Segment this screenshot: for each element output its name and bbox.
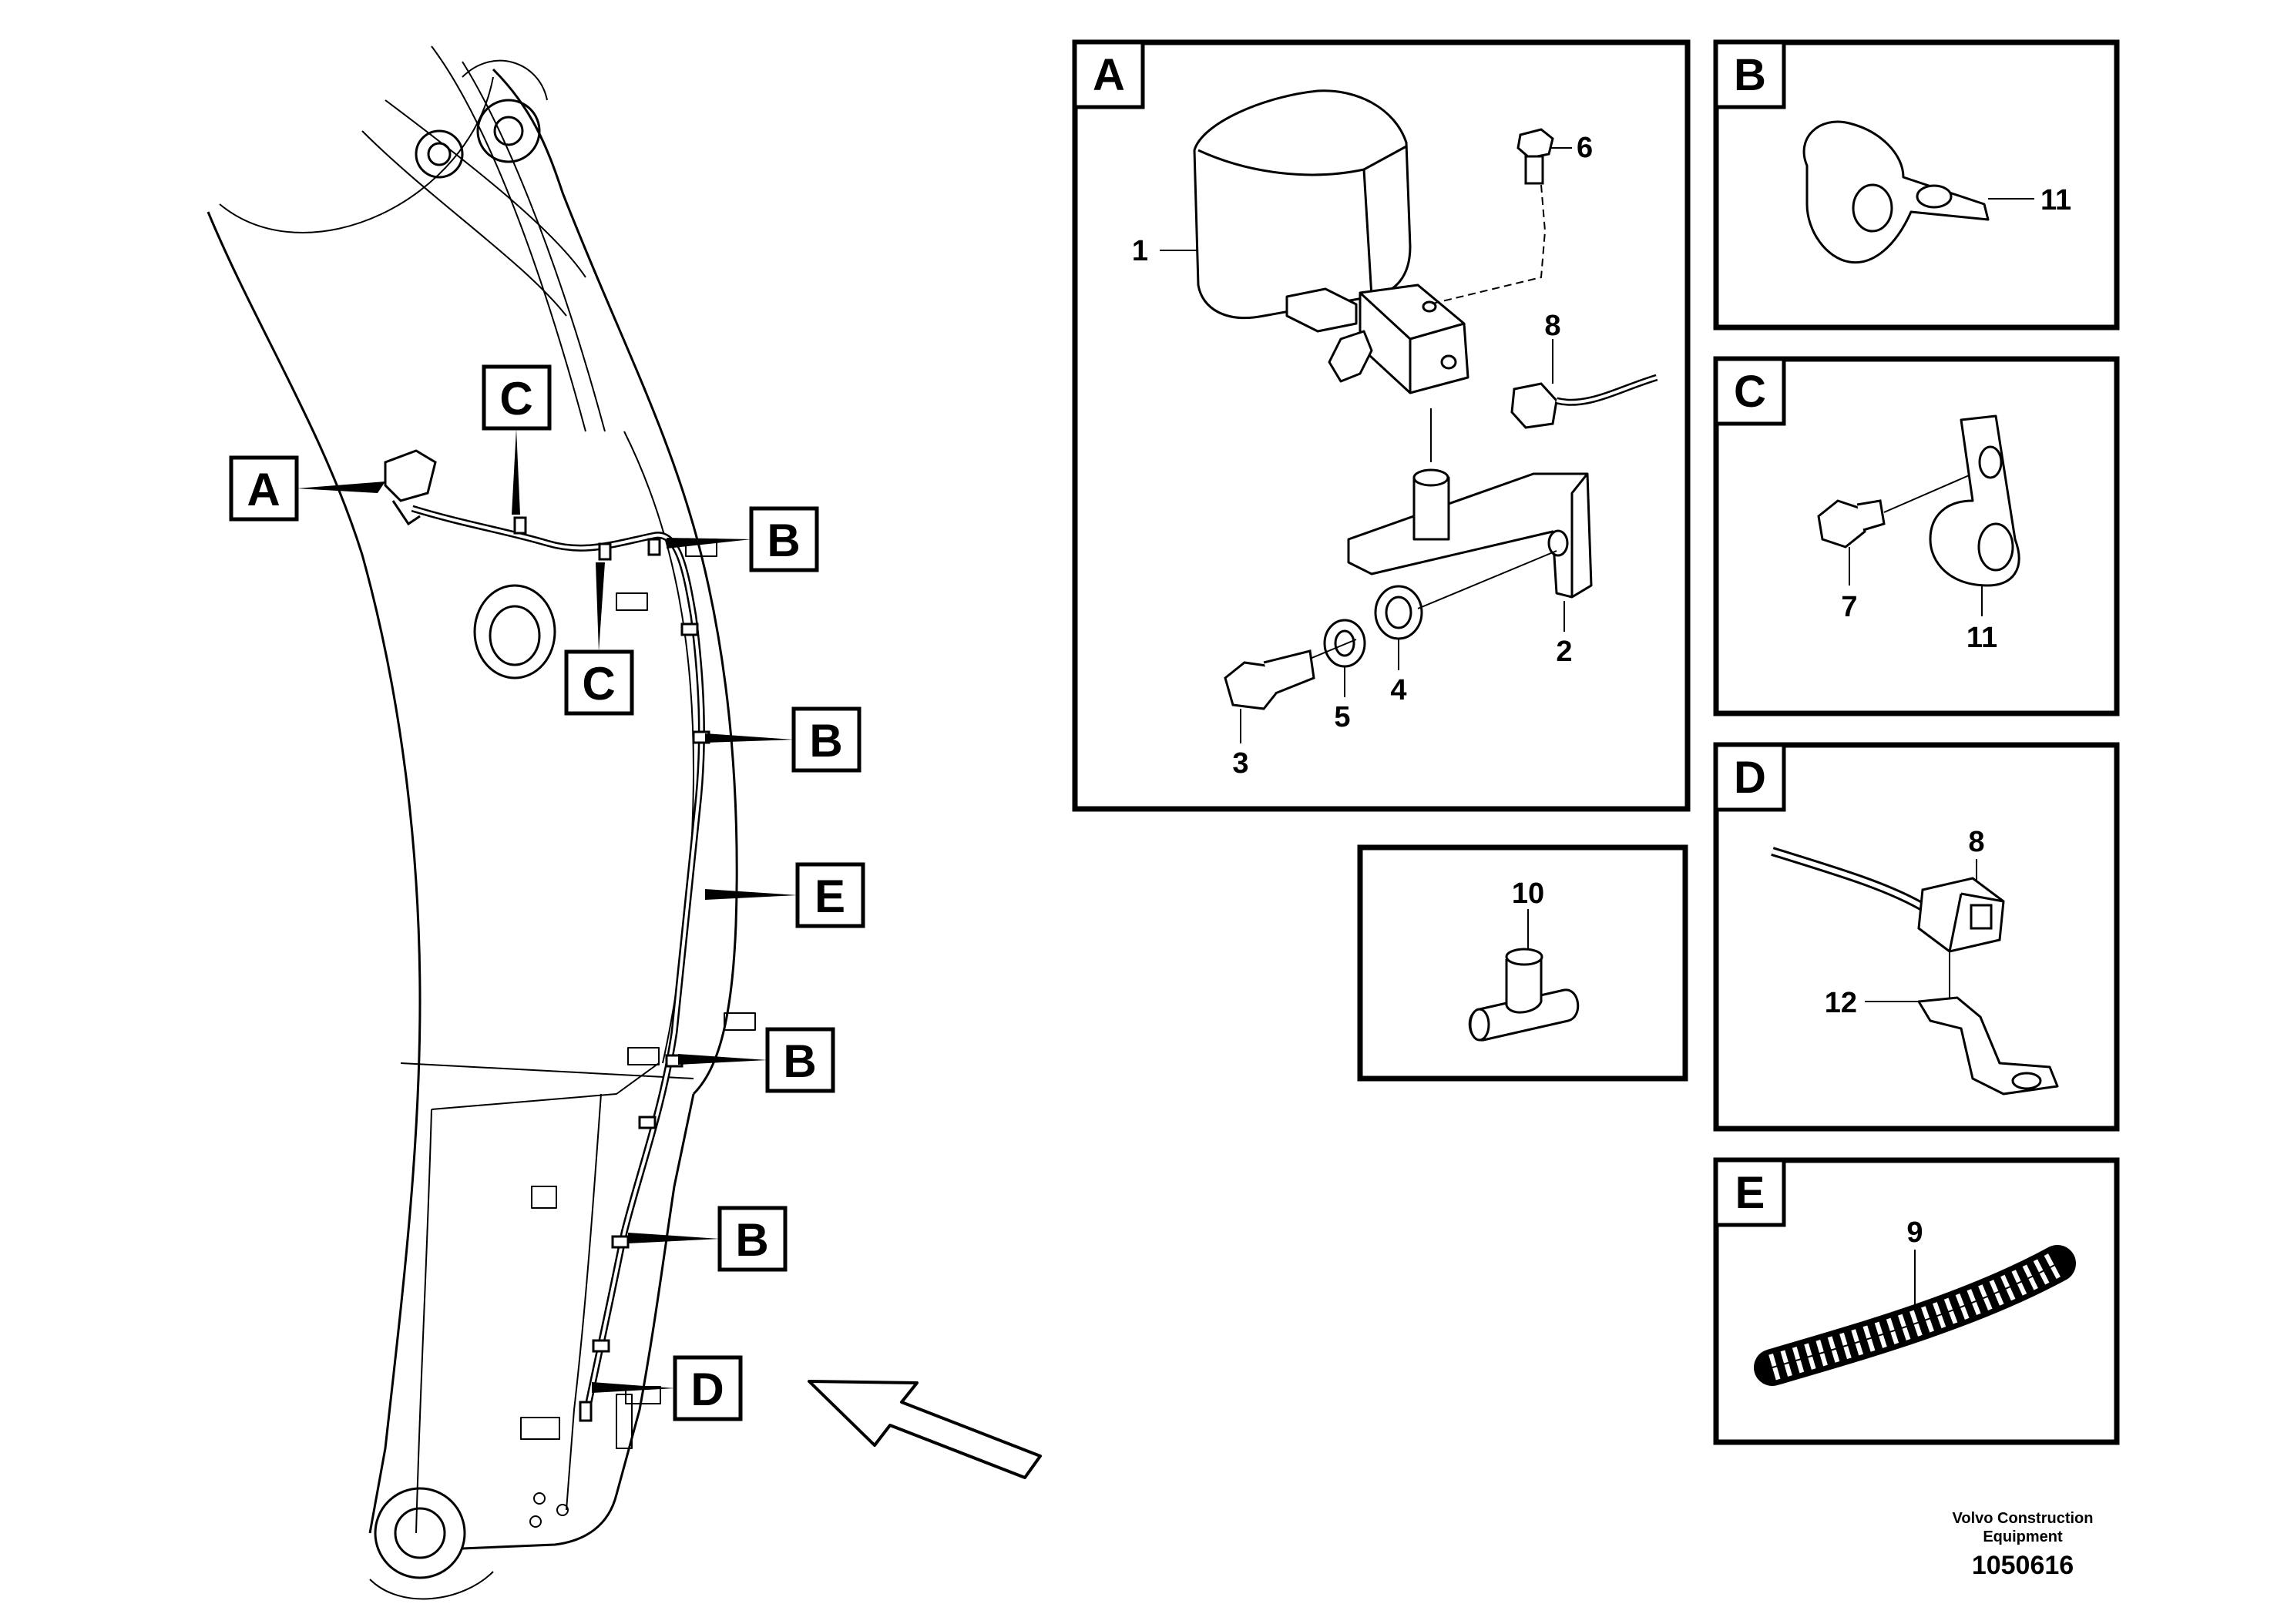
svg-text:6: 6 — [1577, 132, 1593, 164]
svg-text:D: D — [690, 1364, 724, 1415]
svg-text:3: 3 — [1232, 747, 1248, 780]
svg-text:11: 11 — [1967, 622, 1997, 654]
p-clip-11-c-icon — [1929, 414, 2020, 587]
callout-b-1: B — [667, 506, 819, 572]
bolt-6-icon — [1429, 128, 1554, 305]
tee-fitting-10-icon — [1468, 948, 1580, 1042]
view-direction-arrow — [808, 1380, 1042, 1479]
svg-text:B: B — [1734, 50, 1766, 100]
callout-b-2: B — [705, 706, 862, 773]
bracket-12-icon — [1917, 951, 2059, 1096]
svg-text:5: 5 — [1334, 701, 1350, 733]
svg-text:B: B — [783, 1035, 816, 1087]
footer: Volvo Construction Equipment 1050616 — [1953, 1510, 2094, 1580]
svg-text:7: 7 — [1841, 591, 1857, 623]
panel-d: D 8 12 — [1713, 742, 2120, 1132]
connector-8-d-icon — [1771, 847, 2005, 953]
svg-text:B: B — [735, 1214, 768, 1266]
excavator-arm-drawing — [207, 45, 756, 1600]
wire-harness — [384, 449, 710, 1422]
svg-text:B: B — [809, 715, 842, 767]
svg-text:2: 2 — [1556, 636, 1572, 668]
bracket-2-icon — [1347, 408, 1593, 599]
callout-a: A — [229, 455, 385, 522]
callout-c-upper: C — [482, 364, 552, 515]
svg-text:E: E — [1735, 1168, 1765, 1218]
callout-b-4: B — [628, 1206, 788, 1272]
panel-tee: 10 — [1357, 844, 1688, 1082]
svg-text:4: 4 — [1390, 674, 1406, 706]
panel-e: E 9 — [1713, 1157, 2120, 1445]
svg-text:B: B — [767, 515, 800, 566]
svg-text:C: C — [1734, 367, 1766, 417]
panel-c: C 7 11 — [1713, 356, 2120, 716]
callout-b-3: B — [678, 1027, 835, 1093]
svg-text:8: 8 — [1544, 310, 1560, 342]
svg-text:C: C — [499, 373, 532, 424]
svg-text:10: 10 — [1512, 877, 1544, 910]
callout-d: D — [592, 1355, 743, 1421]
connector-8-icon — [1510, 339, 1658, 429]
bolt-3-icon — [1224, 639, 1357, 710]
washer-4-icon — [1374, 550, 1557, 640]
corrugated-hose-9-icon — [1754, 1245, 2076, 1386]
bolt-7-icon — [1817, 473, 1973, 549]
svg-text:D: D — [1734, 753, 1766, 803]
svg-text:Equipment: Equipment — [1983, 1528, 2063, 1545]
panel-a-leaders — [1160, 147, 1572, 743]
callout-c-lower: C — [564, 562, 634, 716]
svg-text:12: 12 — [1825, 987, 1857, 1019]
svg-text:1: 1 — [1132, 235, 1148, 267]
p-clip-11-icon — [1802, 120, 1990, 264]
svg-text:9: 9 — [1906, 1216, 1923, 1249]
panel-b: B 11 — [1713, 39, 2120, 331]
work-lamp-icon — [1193, 89, 1469, 394]
svg-text:C: C — [582, 658, 615, 710]
svg-text:Volvo Construction: Volvo Construction — [1953, 1510, 2094, 1527]
svg-text:A: A — [1093, 50, 1125, 100]
svg-text:1050616: 1050616 — [1972, 1551, 2074, 1580]
callout-e: E — [705, 862, 865, 928]
svg-text:E: E — [814, 871, 845, 922]
svg-text:8: 8 — [1968, 826, 1984, 858]
svg-text:11: 11 — [2040, 184, 2071, 216]
svg-text:A: A — [247, 464, 280, 515]
panel-a: A — [1072, 39, 1691, 812]
